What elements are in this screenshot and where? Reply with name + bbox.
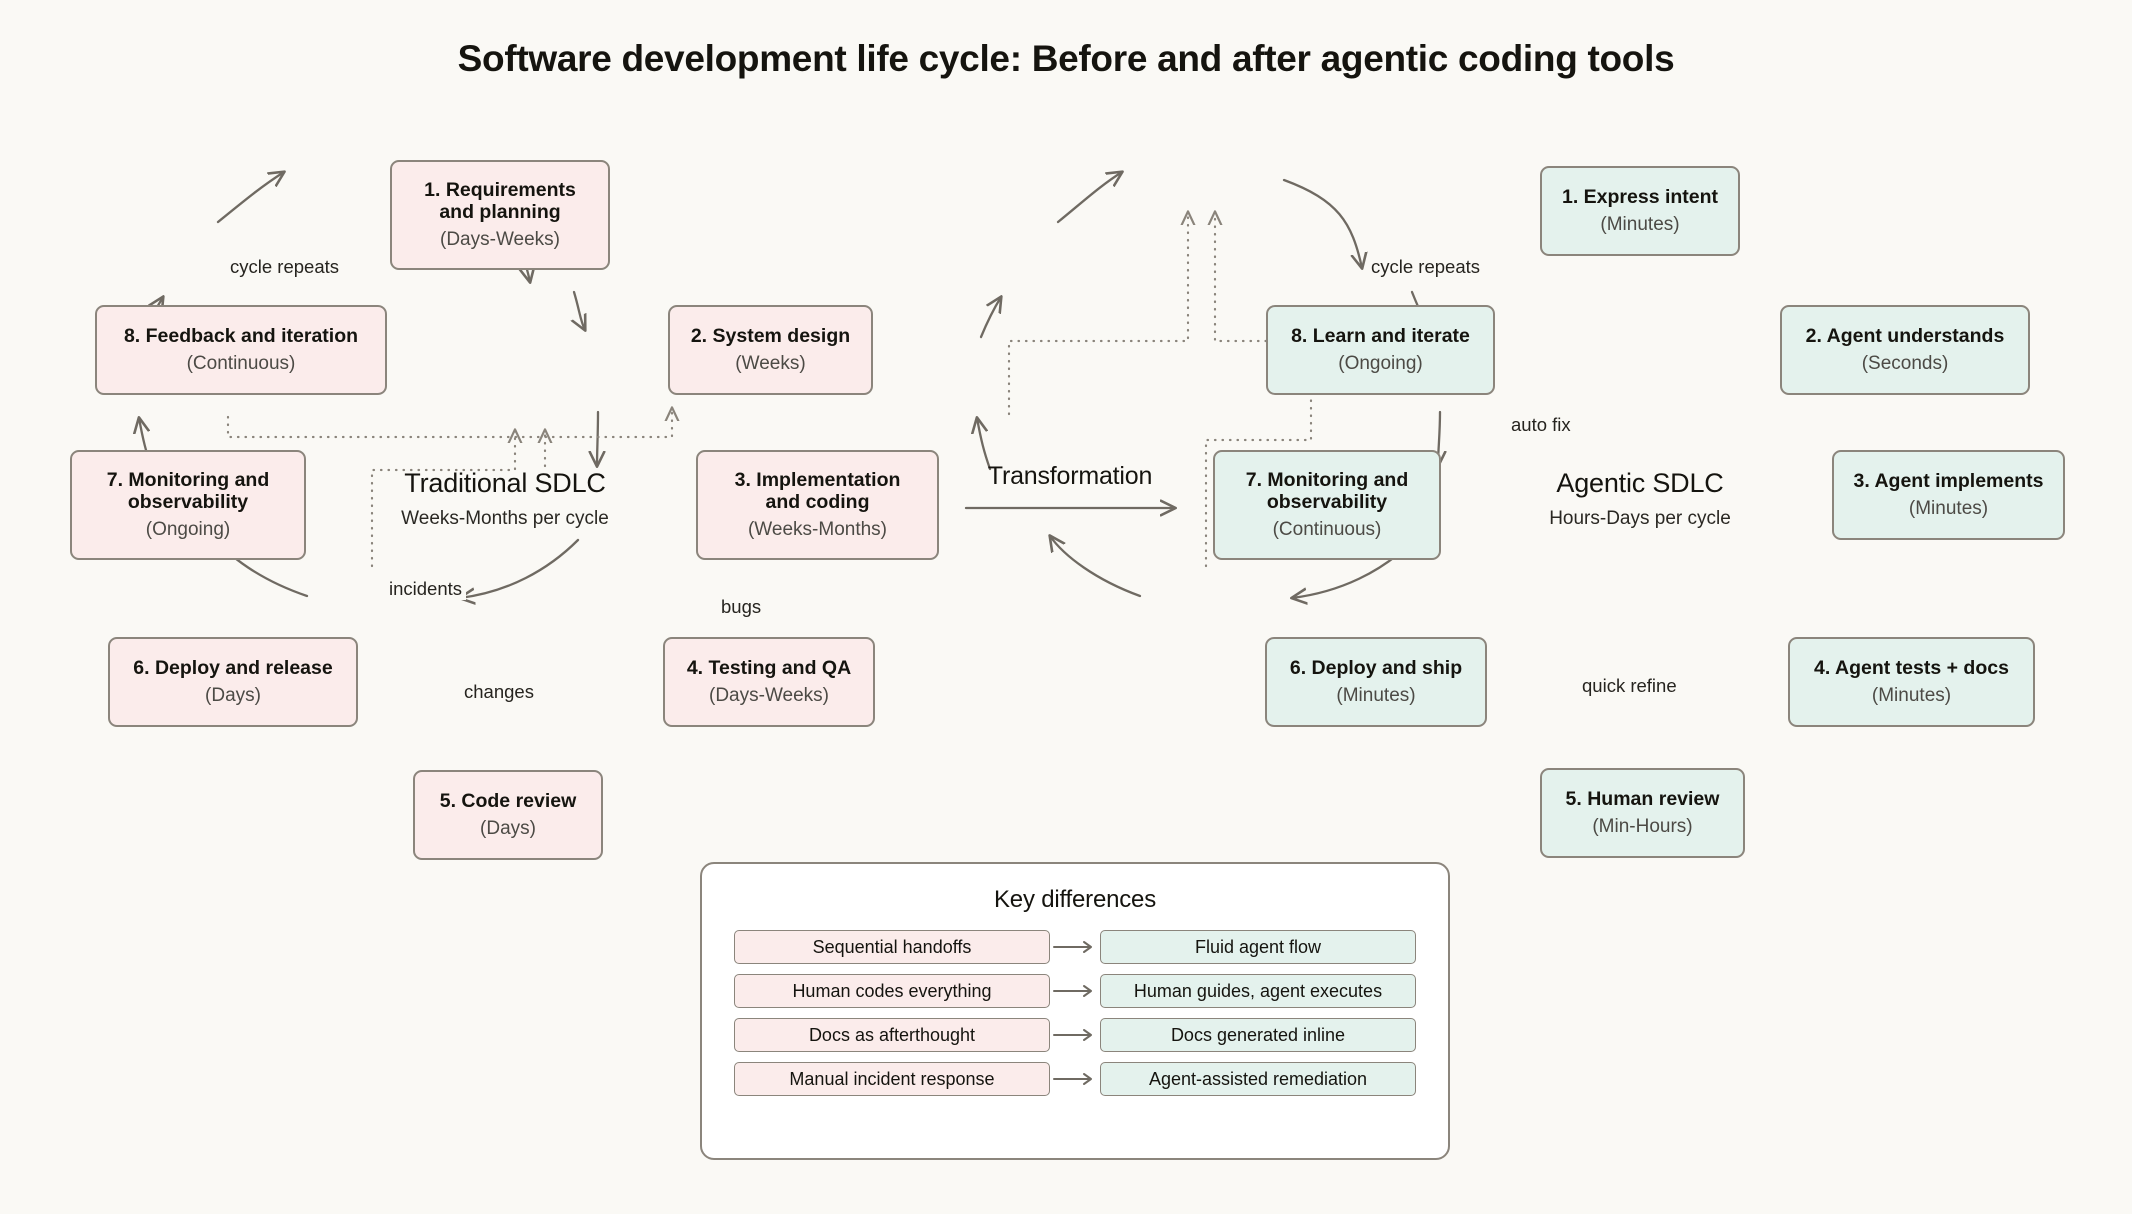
key-difference-row: Human codes everything Human guides, age…	[734, 974, 1416, 1008]
key-difference-before: Manual incident response	[734, 1062, 1050, 1096]
node-time: (Minutes)	[1600, 213, 1680, 235]
agentic-cluster-title: Agentic SDLC Hours-Days per cycle	[1480, 468, 1800, 530]
cluster-title-sub: Hours-Days per cycle	[1549, 508, 1731, 529]
key-differences-panel: Key differences Sequential handoffs Flui…	[700, 862, 1450, 1160]
key-difference-row: Docs as afterthought Docs generated inli…	[734, 1018, 1416, 1052]
edge-label-incidents: incidents	[385, 578, 467, 600]
edge-label-bugs: bugs	[717, 596, 766, 618]
edge-a7-a8	[979, 297, 1001, 339]
node-label: 3. Implementation and coding	[734, 468, 901, 514]
node-time: (Minutes)	[1871, 684, 1952, 706]
node-label: 4. Agent tests + docs	[1814, 657, 2009, 680]
key-difference-after: Agent-assisted remediation	[1100, 1062, 1416, 1096]
edge-label-quick-refine: quick refine	[1578, 675, 1681, 697]
edge-t3-t4	[597, 410, 598, 466]
node-a2-agent-understands[interactable]: 2. Agent understands (Seconds)	[1780, 305, 2030, 395]
node-label: 4. Testing and QA	[686, 657, 852, 680]
key-differences-heading: Key differences	[994, 886, 1156, 913]
node-t8-feedback-and-iteration[interactable]: 8. Feedback and iteration (Continuous)	[95, 305, 387, 395]
node-label: 6. Deploy and ship	[1289, 657, 1463, 680]
node-a6-deploy-and-ship[interactable]: 6. Deploy and ship (Minutes)	[1265, 637, 1487, 727]
node-t3-implementation-and-coding[interactable]: 3. Implementation and coding (Weeks-Mont…	[696, 450, 939, 560]
node-t2-system-design[interactable]: 2. System design (Weeks)	[668, 305, 873, 395]
key-difference-after: Docs generated inline	[1100, 1018, 1416, 1052]
key-difference-before: Docs as afterthought	[734, 1018, 1050, 1052]
arrow-right-icon	[1050, 1069, 1100, 1089]
node-time: (Days-Weeks)	[440, 229, 560, 251]
node-time: (Ongoing)	[1338, 352, 1423, 374]
node-label: 6. Deploy and release	[133, 657, 333, 680]
node-time: (Min-Hours)	[1592, 815, 1693, 837]
node-t7-monitoring-and-observability[interactable]: 7. Monitoring and observability (Ongoing…	[70, 450, 306, 560]
node-a8-learn-and-iterate[interactable]: 8. Learn and iterate (Ongoing)	[1266, 305, 1495, 395]
node-time: (Days)	[480, 817, 536, 839]
traditional-cluster-title: Traditional SDLC Weeks-Months per cycle	[345, 468, 665, 530]
node-time: (Ongoing)	[145, 519, 231, 541]
node-label: 8. Feedback and iteration	[123, 325, 359, 348]
node-label: 2. System design	[690, 325, 851, 348]
arrow-right-icon	[1050, 1025, 1100, 1045]
node-time: (Weeks)	[735, 352, 806, 374]
node-label: 2. Agent understands	[1805, 325, 2005, 348]
transformation-block: Transformation	[960, 462, 1180, 491]
node-label: 1. Express intent	[1561, 186, 1719, 209]
node-time: (Weeks-Months)	[747, 519, 887, 541]
node-time: (Continuous)	[186, 352, 296, 374]
edge-t2-t3	[574, 290, 585, 330]
edge-label-cycle-repeats-traditional: cycle repeats	[226, 256, 343, 278]
node-t1-requirements-and-planning[interactable]: 1. Requirements and planning (Days-Weeks…	[390, 160, 610, 270]
key-difference-before: Human codes everything	[734, 974, 1050, 1008]
node-t5-code-review[interactable]: 5. Code review (Days)	[413, 770, 603, 860]
arrow-right-icon	[1050, 981, 1100, 1001]
edge-a8-a1	[1056, 172, 1122, 224]
node-a3-agent-implements[interactable]: 3. Agent implements (Minutes)	[1832, 450, 2065, 540]
node-time: (Minutes)	[1336, 684, 1416, 706]
key-difference-after: Human guides, agent executes	[1100, 974, 1416, 1008]
edge-a5-a6	[1050, 536, 1142, 598]
cluster-title-main: Traditional SDLC	[404, 468, 606, 498]
arrow-right-icon	[1050, 937, 1100, 957]
transformation-label: Transformation	[987, 462, 1153, 490]
key-difference-before: Sequential handoffs	[734, 930, 1050, 964]
edge-label-cycle-repeats-agentic: cycle repeats	[1367, 256, 1484, 278]
node-label: 5. Code review	[439, 790, 577, 813]
cluster-title-sub: Weeks-Months per cycle	[401, 508, 609, 529]
key-difference-row: Sequential handoffs Fluid agent flow	[734, 930, 1416, 964]
node-time: (Days)	[205, 684, 261, 706]
node-label: 8. Learn and iterate	[1291, 325, 1470, 348]
edge-t7-t3-incidents	[226, 408, 672, 439]
node-a4-agent-tests-docs[interactable]: 4. Agent tests + docs (Minutes)	[1788, 637, 2035, 727]
cluster-title-main: Agentic SDLC	[1556, 468, 1724, 498]
key-difference-after: Fluid agent flow	[1100, 930, 1416, 964]
node-time: (Days-Weeks)	[709, 684, 829, 706]
node-time: (Minutes)	[1908, 497, 1989, 519]
node-time: (Continuous)	[1272, 519, 1382, 541]
node-t4-testing-and-qa[interactable]: 4. Testing and QA (Days-Weeks)	[663, 637, 875, 727]
node-time: (Seconds)	[1861, 352, 1949, 374]
page-title: Software development life cycle: Before …	[457, 38, 1675, 79]
edge-t4-t5	[460, 538, 580, 598]
key-difference-row: Manual incident response Agent-assisted …	[734, 1062, 1416, 1096]
node-label: 7. Monitoring and observability	[1245, 468, 1409, 514]
edge-label-changes: changes	[460, 681, 538, 703]
node-label: 3. Agent implements	[1853, 470, 2044, 493]
node-t6-deploy-and-release[interactable]: 6. Deploy and release (Days)	[108, 637, 358, 727]
edge-label-auto-fix: auto fix	[1507, 414, 1575, 436]
edge-t8-t1	[216, 172, 284, 224]
node-label: 1. Requirements and planning	[424, 178, 576, 224]
node-label: 7. Monitoring and observability	[106, 468, 270, 514]
node-a5-human-review[interactable]: 5. Human review (Min-Hours)	[1540, 768, 1745, 858]
edge-a1-a2	[1282, 178, 1362, 268]
node-a7-monitoring-and-observability[interactable]: 7. Monitoring and observability (Continu…	[1213, 450, 1441, 560]
node-label: 5. Human review	[1565, 788, 1720, 811]
edge-a7-a1-autofix	[1007, 212, 1188, 416]
node-a1-express-intent[interactable]: 1. Express intent (Minutes)	[1540, 166, 1740, 256]
